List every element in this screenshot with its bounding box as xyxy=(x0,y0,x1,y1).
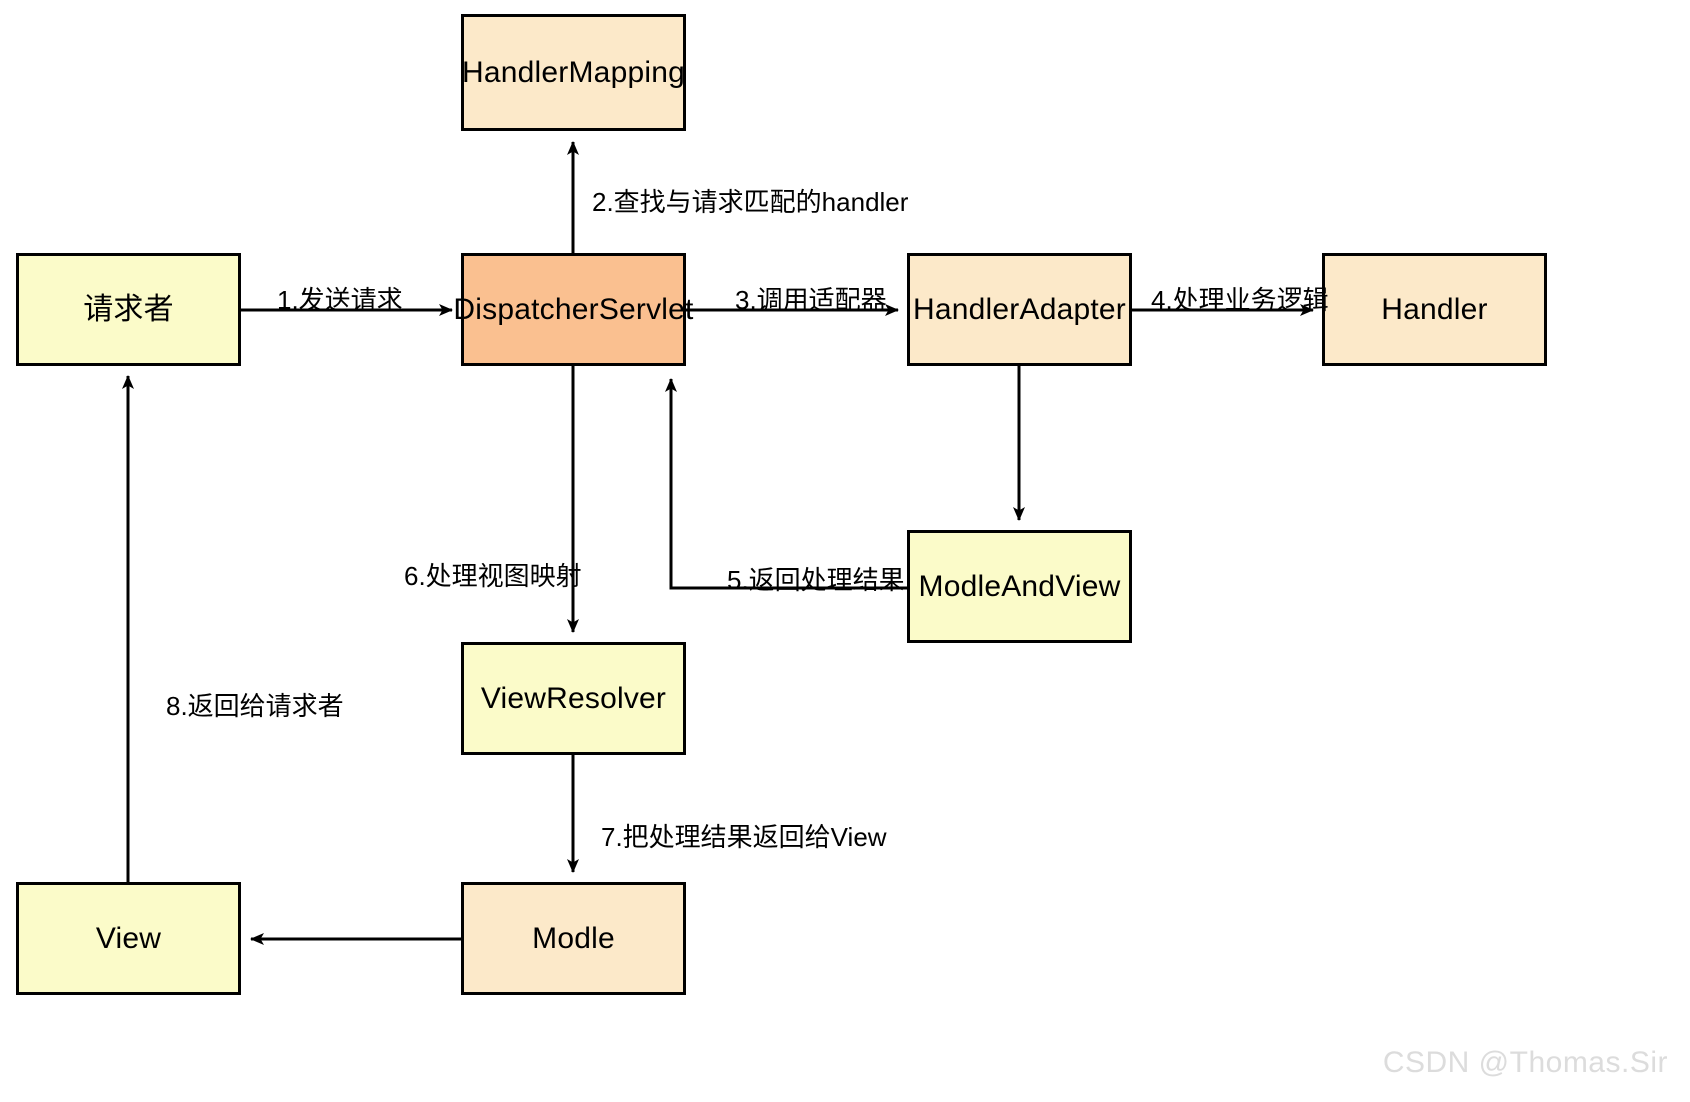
edge-label-5: 5.返回处理结果 xyxy=(727,565,905,595)
edge-label-6: 6.处理视图映射 xyxy=(404,561,582,591)
node-label: 请求者 xyxy=(83,292,174,326)
node-handler-adapter[interactable]: HandlerAdapter xyxy=(907,253,1132,366)
node-handler-mapping[interactable]: HandlerMapping xyxy=(461,14,686,131)
node-modle-and-view[interactable]: ModleAndView xyxy=(907,530,1132,643)
node-dispatcher-servlet[interactable]: DispatcherServlet xyxy=(453,253,693,366)
edge-label-1: 1.发送请求 xyxy=(277,285,403,315)
edge-5-return-result xyxy=(665,378,907,590)
node-view[interactable]: View xyxy=(16,882,241,995)
node-label: Modle xyxy=(532,921,615,955)
node-view-resolver[interactable]: ViewResolver xyxy=(461,642,686,755)
node-label: DispatcherServlet xyxy=(453,292,694,326)
node-label: HandlerAdapter xyxy=(913,292,1126,326)
edge-label-3: 3.调用适配器 xyxy=(735,285,887,315)
node-label: ViewResolver xyxy=(480,681,667,715)
node-label: View xyxy=(95,921,162,955)
node-requester[interactable]: 请求者 xyxy=(16,253,241,366)
node-label: Handler xyxy=(1381,292,1488,326)
watermark: CSDN @Thomas.Sir xyxy=(1382,1046,1668,1079)
node-handler[interactable]: Handler xyxy=(1322,253,1547,366)
node-label: ModleAndView xyxy=(918,569,1121,603)
edge-label-8: 8.返回给请求者 xyxy=(166,691,344,721)
node-label: HandlerMapping xyxy=(462,55,685,89)
edge-label-4: 4.处理业务逻辑 xyxy=(1151,285,1329,315)
edge-label-2: 2.查找与请求匹配的handler xyxy=(592,187,909,217)
node-modle[interactable]: Modle xyxy=(461,882,686,995)
edge-label-7: 7.把处理结果返回给View xyxy=(601,822,887,852)
